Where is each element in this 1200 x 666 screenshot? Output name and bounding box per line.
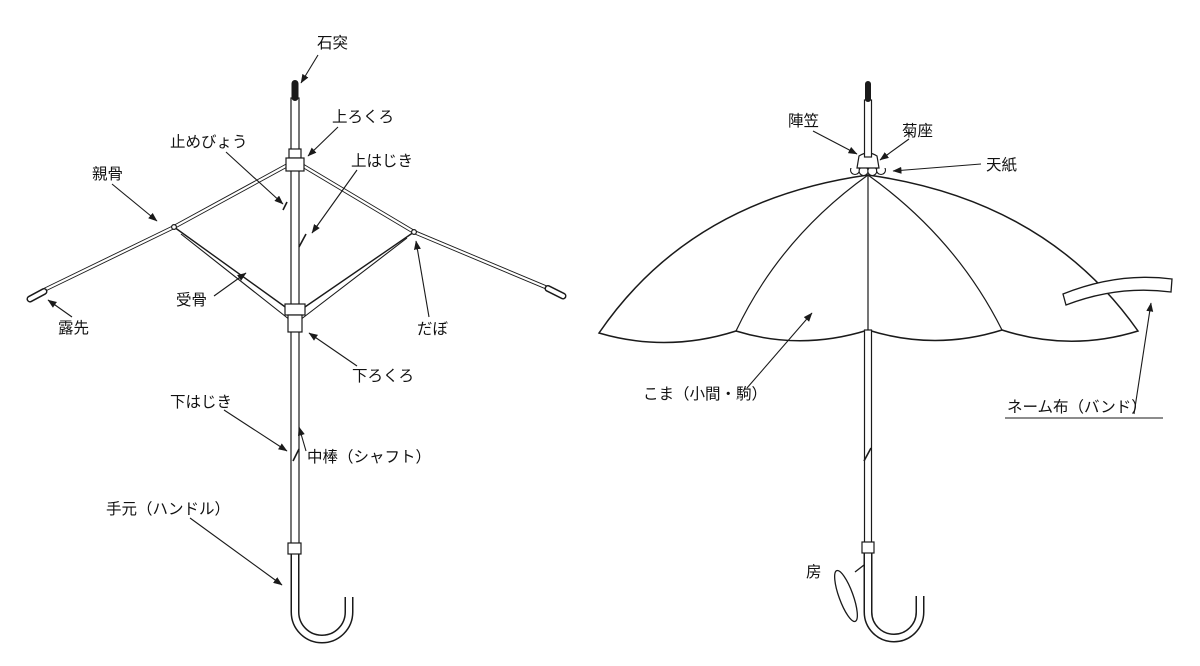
right-handle-outline [863,550,925,643]
right-handle-collar [861,541,875,554]
right-stretcher-2 [299,237,408,321]
label-jingasa: 陣笠 [788,112,819,130]
label-tomebyo: 止めびょう [170,133,248,151]
label-ishizuki: 石突 [317,34,348,52]
lower-runner [287,314,303,333]
leader-tomebyo [225,151,284,205]
leader-ukebone [213,272,247,297]
top-ferrule-tip [865,81,871,102]
leader-uwahajiki [311,169,358,234]
right-rib-inner [294,160,551,291]
tassel-loop [834,569,858,623]
leader-name-cloth [1133,302,1154,415]
label-fusa: 房 [806,563,822,581]
leader-jingasa [812,130,858,155]
right-handle-fill [865,550,923,641]
leader-tsuyusaki [47,299,73,318]
leader-shita-hajiki [223,409,288,452]
label-oyabone: 親骨 [92,165,123,183]
labels: 石突 上ろくろ 止めびょう 親骨 上はじき 露先 受骨 だぼ 下ろくろ 下はじき… [58,34,1147,581]
left-umbrella-frame-diagram [26,80,567,644]
leader-tengami [892,163,982,174]
leader-lines [47,54,1163,586]
right-stretcher [301,231,415,310]
label-nakabou: 中棒（シャフト） [307,448,431,466]
label-koma: こま（小間・駒） [643,385,767,403]
right-dabo-joint [411,229,418,236]
leader-nakabou [298,426,307,452]
right-shaft [863,329,873,549]
right-tip-cap-inner [546,286,565,298]
label-shita-hajiki: 下はじき [170,393,232,411]
ferrule-tip [291,80,299,101]
left-dabo-joint [171,224,178,231]
label-ukebone: 受骨 [176,291,207,309]
leader-shimo-rokuro [308,332,358,367]
label-tsuyusaki: 露先 [58,319,89,337]
left-tip-cap-inner [28,289,46,301]
handle-collar [287,542,302,555]
lower-spring [292,448,300,462]
tassel-attach [854,564,865,573]
left-stretcher-2 [180,233,291,321]
name-band [1062,276,1173,306]
upper-runner [285,157,305,172]
label-shimo-rokuro: 下ろくろ [352,367,414,385]
label-dabo: だぼ [417,320,449,338]
label-kikuza: 菊座 [902,122,933,140]
stop-pin [282,201,288,211]
leader-oyabone [111,183,158,222]
leader-koma [746,312,813,389]
handle-fill [292,552,352,642]
right-rib [293,159,551,291]
right-shaft-spring [863,447,872,462]
leader-kikuza [879,138,910,161]
leader-ishizuki [300,54,319,84]
leader-kami-rokuro [307,126,339,157]
label-name-cloth: ネーム布（バンド） [1007,398,1147,416]
label-kami-rokuro: 上ろくろ [332,108,394,126]
canopy-seam-right [867,174,1003,331]
left-stretcher [173,226,289,310]
canopy-seam-left [735,174,869,332]
lower-runner-collar [284,303,306,316]
upper-runner-collar [288,148,302,159]
top-rod [863,99,873,158]
label-temoto: 手元（ハンドル） [106,500,230,518]
leader-dabo [413,240,430,318]
handle-outline [290,552,354,644]
label-tengami: 天紙 [986,156,1018,174]
right-umbrella-diagram [597,81,1173,643]
label-uwahajiki: 上はじき [351,152,413,170]
leader-temoto [189,517,283,586]
upper-spring [298,233,307,248]
